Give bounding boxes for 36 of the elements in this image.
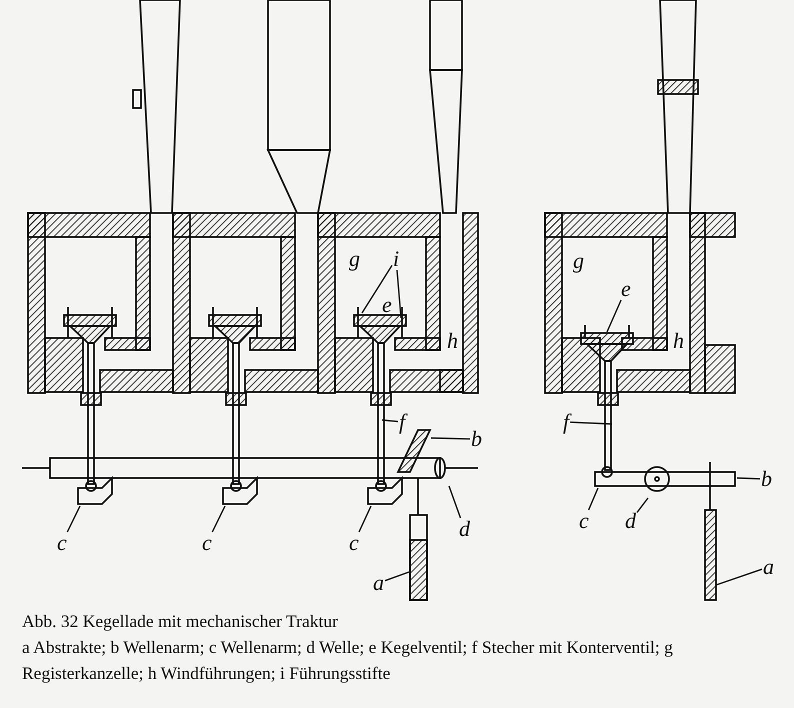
callout-letter: c <box>201 532 213 554</box>
leader-line <box>358 506 372 532</box>
leader-line <box>570 422 612 425</box>
figure-caption: Abb. 32 Kegellade mit mechanischer Traktur <box>22 610 339 633</box>
leader-line <box>736 477 760 480</box>
callout-letter: b <box>760 468 773 490</box>
callout-letter: d <box>624 510 637 532</box>
callout-letter: e <box>620 278 632 300</box>
callout-letter: c <box>578 510 590 532</box>
callout-letter: d <box>458 518 471 540</box>
callout-letter: g <box>572 250 585 272</box>
callout-letter: a <box>762 556 775 578</box>
leader-line <box>588 488 599 510</box>
leader-line <box>396 270 402 318</box>
callout-letter: e <box>381 294 393 316</box>
callout-letter: a <box>372 572 385 594</box>
callout-letter: c <box>56 532 68 554</box>
legend-text: a Abstrakte; b Wellenarm; c Wellenarm; d Welle; e Kegelventil; f Stecher mit Konterventil; g Registerkanzelle; h Windführungen; i Führungsstifte <box>22 636 674 685</box>
leader-line <box>66 506 81 532</box>
callout-letter: h <box>446 330 459 352</box>
leader-line <box>716 568 762 586</box>
callout-letter: f <box>562 411 570 433</box>
leader-line <box>430 437 470 440</box>
callout-letter: b <box>470 428 483 450</box>
callout-letter: f <box>398 411 406 433</box>
callout-letter: i <box>392 248 400 270</box>
leader-line <box>606 300 622 332</box>
leader-line <box>448 486 462 518</box>
callout-letter: g <box>348 248 361 270</box>
callout-letter: h <box>672 330 685 352</box>
callout-letter: c <box>348 532 360 554</box>
leader-line <box>382 419 398 422</box>
leader-line <box>636 498 649 513</box>
leader-line <box>212 506 226 532</box>
leader-line <box>361 265 393 314</box>
leader-line <box>384 571 410 582</box>
